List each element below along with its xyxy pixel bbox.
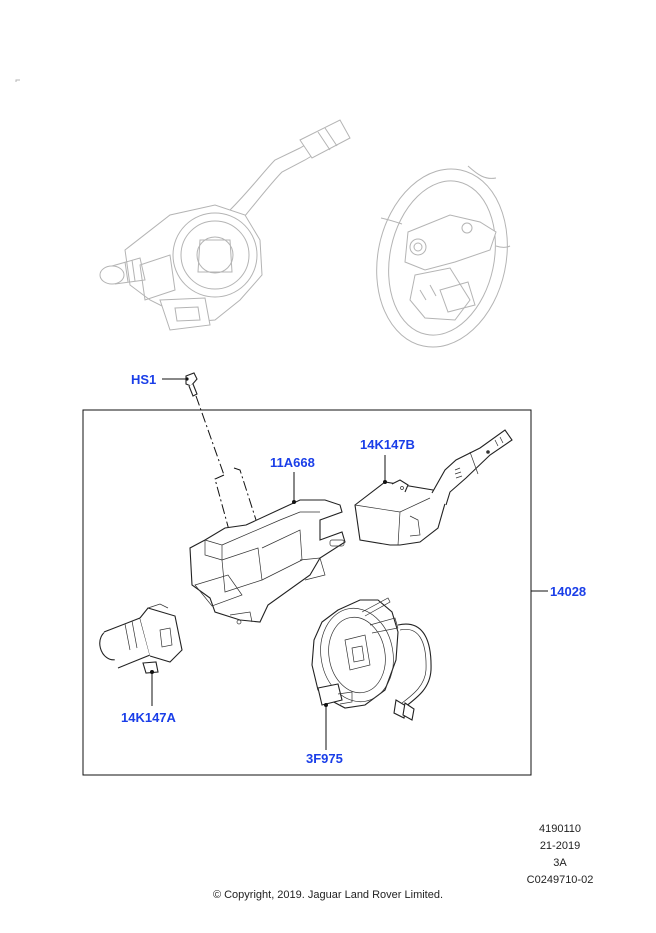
copyright-notice: © Copyright, 2019. Jaguar Land Rover Lim… bbox=[212, 889, 444, 901]
illustration-id: C0249710-02 bbox=[526, 874, 594, 886]
callout-hs1[interactable]: HS1 bbox=[131, 372, 157, 387]
overview-column-switch-illustration bbox=[99, 119, 351, 331]
part-11a668-housing bbox=[189, 499, 346, 625]
assembly-frame bbox=[82, 409, 532, 776]
hs1-install-line bbox=[195, 395, 225, 476]
callout-14028[interactable]: 14028 bbox=[550, 584, 587, 599]
corner-mark bbox=[15, 79, 20, 82]
callout-14k147a[interactable]: 14K147A bbox=[121, 710, 176, 725]
overview-steering-wheel-illustration bbox=[376, 165, 511, 348]
hs1-bolt bbox=[162, 372, 198, 397]
callout-3f975[interactable]: 3F975 bbox=[306, 751, 343, 766]
part-14k147a-light-switch bbox=[99, 603, 183, 674]
part-14k147b-wiper-switch bbox=[354, 429, 513, 546]
date-code: 21-2019 bbox=[539, 840, 581, 852]
callout-11a668[interactable]: 11A668 bbox=[270, 455, 315, 470]
part-3f975-clockspring bbox=[311, 597, 432, 721]
variant-code: 3A bbox=[553, 857, 567, 869]
callout-14k147b[interactable]: 14K147B bbox=[360, 437, 415, 452]
ref-number: 4190110 bbox=[538, 823, 581, 835]
